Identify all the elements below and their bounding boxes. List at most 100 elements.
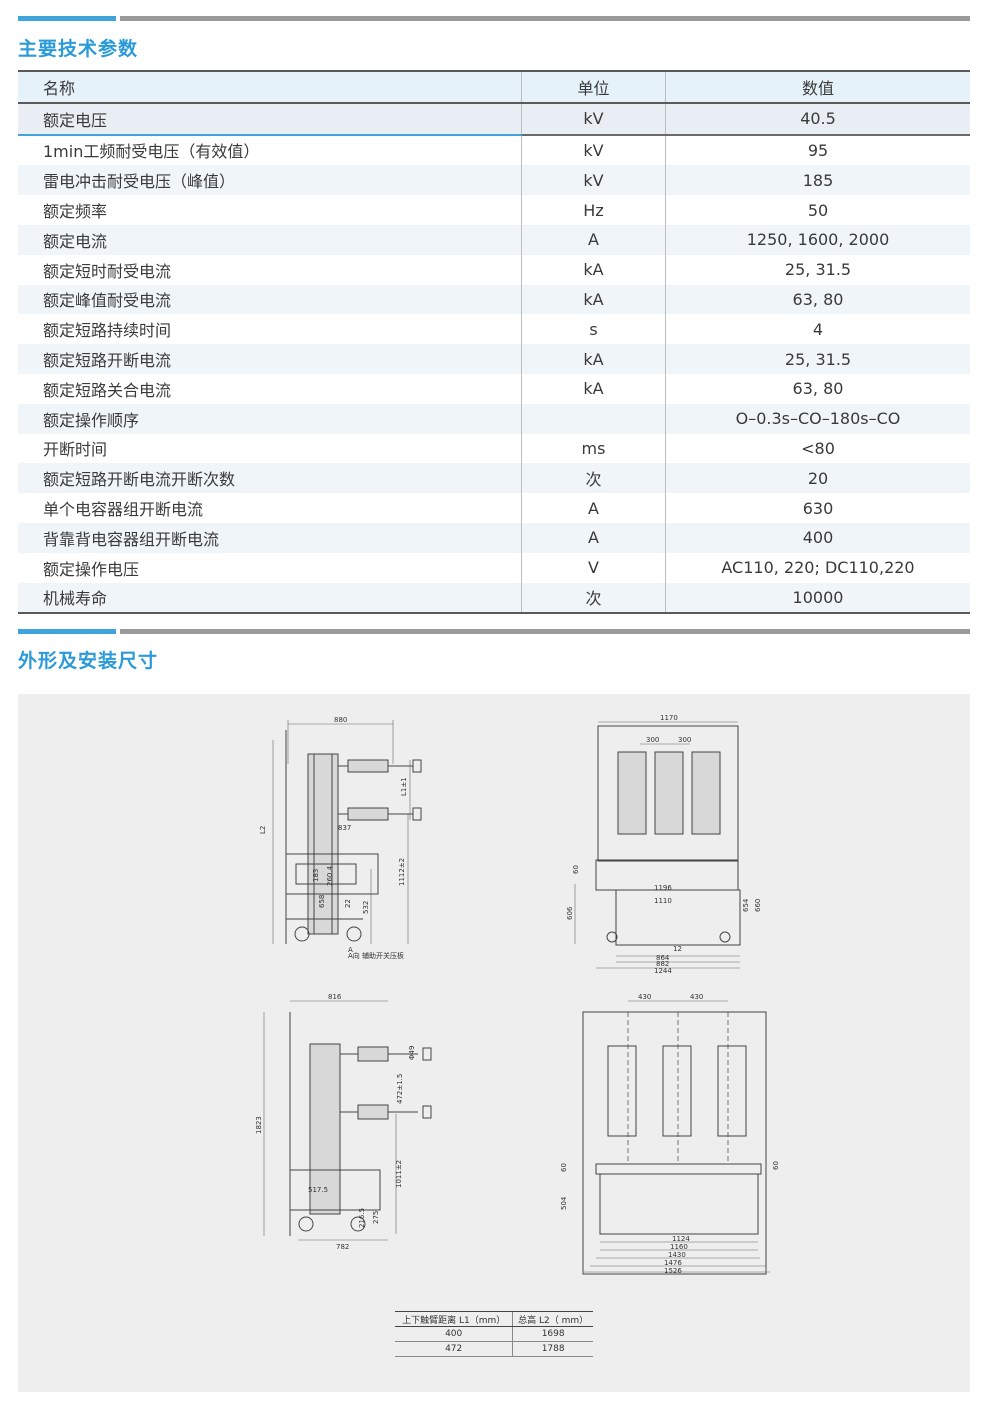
section-divider [18,16,970,21]
arm-height-table: 上下触臂距离 L1（mm） 总高 L2（ mm） 400 1698 472 17… [395,1311,593,1357]
side-view-top: 880 L2 L1±1 837 1112±2 532 658 1 [259,716,422,960]
param-unit: A [521,493,666,523]
param-value: 4 [665,314,970,345]
l1-value: 400 [395,1326,513,1342]
dim-1430: 1430 [668,1251,686,1259]
param-value: 10000 [665,582,970,615]
param-value: O–0.3s–CO–180s–CO [665,403,970,434]
dim-1526: 1526 [664,1267,682,1275]
dim-275: 275 [372,1211,380,1224]
param-value: 63, 80 [665,284,970,315]
param-value: 40.5 [665,102,970,136]
dimension-drawing-panel: 880 L2 L1±1 837 1112±2 532 658 1 [18,694,970,1392]
param-name: 额定短路开断电流 [18,344,522,374]
dimension-drawing: 880 L2 L1±1 837 1112±2 532 658 1 [255,714,780,1275]
param-name: 额定短时耐受电流 [43,261,172,281]
l2-value: 1698 [512,1326,593,1342]
param-value: 185 [665,165,970,196]
section-title-dimensions: 外形及安装尺寸 [18,650,159,672]
dim-658: 658 [318,895,326,908]
dim-12: 12 [673,945,682,953]
dim-880: 880 [334,716,347,724]
param-name: 额定峰值耐受电流 [18,284,522,315]
dim-654: 654 [742,898,750,912]
dim-60-left: 60 [560,1163,568,1172]
param-unit: A [521,224,666,255]
front-view-bottom: 430 430 60 504 60 1124 1160 1430 1476 15… [560,993,780,1275]
param-name: 额定电流 [18,224,522,255]
param-unit: Hz [521,195,666,225]
table-row: 472 1788 [395,1341,593,1357]
param-name: 额定短路持续时间 [43,321,172,341]
dim-5175: 517.5 [308,1186,328,1194]
table-row: 额定操作顺序 O–0.3s–CO–180s–CO [18,403,970,434]
param-name: 背靠背电容器组开断电流 [18,522,522,553]
dim-532: 532 [362,901,370,914]
param-value: AC110, 220; DC110,220 [665,552,970,583]
param-value: 63, 80 [665,373,970,404]
header-unit: 单位 [521,70,666,104]
l2-value: 1788 [512,1341,593,1357]
param-name: 雷电冲击耐受电压（峰值） [18,165,522,196]
dim-882: 882 [656,960,669,968]
dim-60-right: 60 [772,1161,780,1170]
dim-phi: Φ49 [408,1046,416,1060]
param-unit: 次 [521,463,666,494]
header-value: 数值 [665,70,970,104]
param-unit: V [521,552,666,583]
l1-value: 472 [395,1341,513,1357]
param-value: <80 [665,433,970,464]
dim-864: 864 [656,954,670,962]
dim-300a: 300 [646,736,659,744]
dim-1110: 1110 [654,897,672,905]
param-unit: s [521,314,666,345]
dim-300b: 300 [678,736,691,744]
param-value: 25, 31.5 [665,344,970,374]
label-aux-switch: A向 辅助开关压板 [348,951,404,960]
section-divider [18,629,970,634]
param-unit: kA [521,284,666,315]
param-value: 95 [665,134,970,166]
dim-1011: 1011±2 [395,1160,403,1188]
param-name: 额定操作顺序 [18,403,522,434]
param-name: 1min工频耐受电压（有效值） [43,142,260,162]
param-name: 额定操作电压 [43,559,140,579]
dim-660: 660 [754,899,762,912]
dim-1244: 1244 [654,967,672,975]
param-unit: 次 [521,582,666,615]
param-name: 额定电压 [18,102,522,136]
dim-837: 837 [338,824,351,832]
dim-1160: 1160 [670,1243,688,1251]
dim-l2: L2 [259,826,267,834]
dim-2604: 260.4 [326,865,334,886]
spec-table-header: 名称 单位 数值 [18,70,970,104]
dim-22: 22 [344,899,352,908]
dim-472: 472±1.5 [396,1074,404,1104]
dim-1476: 1476 [664,1259,682,1267]
param-value: 25, 31.5 [665,254,970,285]
dim-606: 606 [566,906,574,920]
dim-430a: 430 [638,993,651,1001]
dim-782: 782 [336,1243,349,1251]
header-l1: 上下触臂距离 L1（mm） [395,1311,513,1327]
param-value: 1250, 1600, 2000 [665,224,970,255]
section-title-specs: 主要技术参数 [18,38,139,60]
header-name: 名称 [18,70,522,104]
param-value: 400 [665,522,970,553]
param-name: 机械寿命 [18,582,522,615]
param-name: 额定短路开断电流开断次数 [18,463,522,494]
param-unit: kA [521,344,666,374]
param-name: 额定短路关合电流 [43,380,172,400]
dim-l1: L1±1 [400,777,408,796]
